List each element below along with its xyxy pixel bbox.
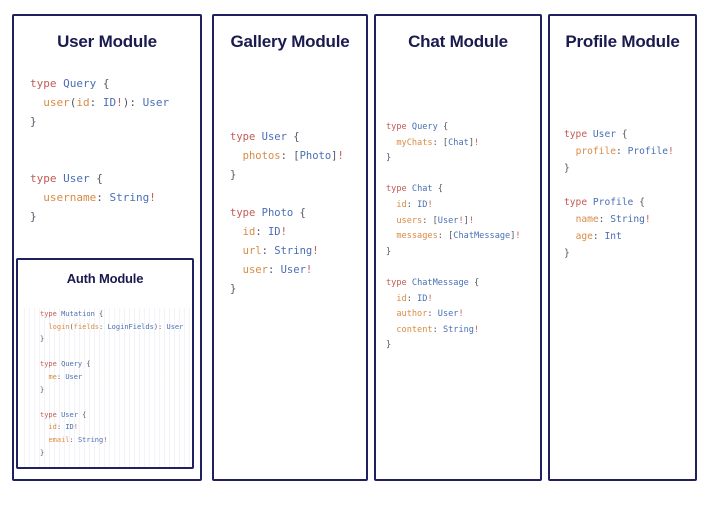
code-line: user: User!	[242, 264, 313, 276]
code-block-user-module: type Query { user(id: ID!): User} type U…	[30, 74, 200, 226]
code-line: me: User	[48, 372, 83, 381]
code-line: age: Int	[575, 231, 622, 242]
code-line: }	[30, 115, 37, 128]
code-line	[30, 131, 200, 150]
code-line: }	[564, 248, 570, 259]
code-line	[40, 396, 192, 409]
card-auth-module[interactable]: Auth Module type Mutation { login(fields…	[16, 258, 194, 469]
code-line: }	[386, 153, 392, 164]
code-line: id: ID!	[396, 293, 433, 304]
card-title-gallery-module: Gallery Module	[230, 32, 350, 51]
code-line: url: String!	[242, 245, 319, 257]
code-line: id: ID!	[242, 226, 287, 238]
code-line: }	[386, 340, 392, 351]
code-line	[230, 185, 366, 204]
code-line: type User {	[564, 129, 628, 140]
code-line: }	[386, 246, 392, 257]
code-line: type Profile {	[564, 197, 645, 208]
code-line: type Mutation {	[40, 310, 104, 318]
code-line: }	[230, 283, 237, 295]
code-line: photos: [Photo]!	[242, 150, 344, 162]
code-block-gallery-module: type User { photos: [Photo]!} type Photo…	[230, 128, 366, 299]
card-title-auth-module: Auth Module	[66, 271, 144, 286]
code-block-profile-module: type User { profile: Profile!} type Prof…	[564, 126, 695, 262]
code-line: messages: [ChatMessage]!	[396, 231, 521, 242]
code-line	[386, 260, 540, 276]
code-line	[40, 346, 192, 359]
code-line: email: String!	[48, 435, 108, 444]
code-line: type User {	[30, 172, 103, 185]
code-line: author: User!	[396, 309, 464, 320]
code-line: type Query {	[386, 122, 449, 132]
code-line: name: String!	[575, 214, 651, 225]
code-line: }	[230, 169, 237, 181]
code-line: type User {	[40, 410, 87, 419]
code-line	[386, 167, 540, 183]
code-line: id: ID!	[48, 423, 78, 432]
code-line: }	[40, 335, 45, 344]
card-title-user-module: User Module	[57, 32, 157, 51]
code-line: }	[40, 385, 45, 394]
code-line	[564, 177, 695, 194]
code-line: user(id: ID!): User	[43, 96, 170, 109]
code-line: type Query {	[40, 360, 91, 369]
code-line	[30, 150, 200, 169]
card-user-module[interactable]: User Module type Query { user(id: ID!): …	[12, 14, 202, 481]
card-gallery-module[interactable]: Gallery Module type User { photos: [Phot…	[212, 14, 368, 481]
card-title-chat-module: Chat Module	[408, 32, 508, 51]
card-chat-module[interactable]: Chat Module type Query { myChats: [Chat]…	[374, 14, 542, 481]
code-line: type Photo {	[230, 207, 306, 219]
code-line: users: [User!]!	[396, 215, 475, 226]
code-line: type ChatMessage {	[386, 277, 480, 288]
code-line: username: String!	[43, 191, 156, 204]
code-line: }	[564, 163, 570, 174]
code-block-chat-module: type Query { myChats: [Chat]!} type Chat…	[386, 120, 540, 354]
code-line: }	[40, 448, 45, 457]
code-background-stripes: type Mutation { login(fields: LoginField…	[24, 308, 192, 467]
code-line: type User {	[230, 131, 300, 143]
code-line: type Query {	[30, 77, 110, 90]
code-block-auth-module: type Mutation { login(fields: LoginField…	[40, 308, 192, 459]
code-line: }	[30, 210, 37, 223]
card-title-profile-module: Profile Module	[565, 32, 680, 51]
code-line: profile: Profile!	[575, 146, 674, 157]
code-line: id: ID!	[396, 199, 433, 210]
code-line: login(fields: LoginFields): User	[48, 322, 184, 331]
card-profile-module[interactable]: Profile Module type User { profile: Prof…	[548, 14, 697, 481]
code-line: myChats: [Chat]!	[396, 137, 480, 148]
code-line: content: String!	[396, 324, 480, 335]
code-line: type Chat {	[386, 184, 443, 195]
